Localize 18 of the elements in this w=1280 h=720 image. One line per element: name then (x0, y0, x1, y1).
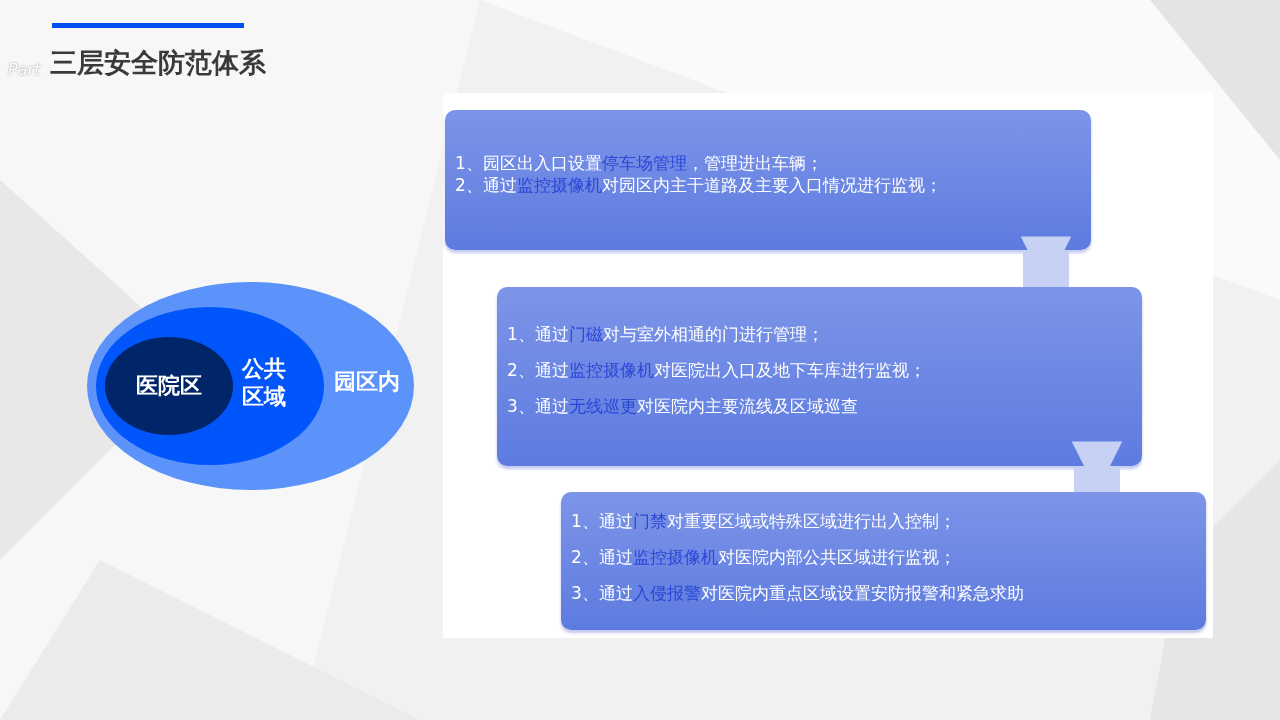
list-item: 3、通过无线巡更对医院内主要流线及区域巡查 (507, 395, 859, 417)
inner-zone-ellipse (105, 337, 233, 435)
zone-label: 公共区域 (240, 355, 287, 411)
zone-label: 园区内 (333, 368, 401, 396)
process-box (445, 110, 1091, 250)
list-item: 2、通过监控摄像机对医院出入口及地下车库进行监视； (507, 359, 927, 381)
list-item: 3、通过入侵报警对医院内重点区域设置安防报警和紧急求助 (571, 582, 1025, 604)
process-box (497, 287, 1142, 466)
block-arrow (1071, 441, 1123, 492)
slide-title: 三层安全防范体系 (50, 46, 266, 80)
list-item: 1、通过门磁对与室外相通的门进行管理； (507, 323, 825, 345)
block-arrow (1020, 236, 1072, 287)
list-item: 2、通过监控摄像机对医院内部公共区域进行监视； (571, 546, 957, 568)
list-item: 1、通过门禁对重要区域或特殊区域进行出入控制； (571, 510, 957, 532)
list-item: 2、通过监控摄像机对园区内主干道路及主要入口情况进行监视； (455, 174, 943, 196)
list-item: 1、园区出入口设置停车场管理，管理进出车辆； (455, 152, 824, 174)
process-box (561, 492, 1206, 630)
zone-label: 医院区 (135, 372, 203, 400)
